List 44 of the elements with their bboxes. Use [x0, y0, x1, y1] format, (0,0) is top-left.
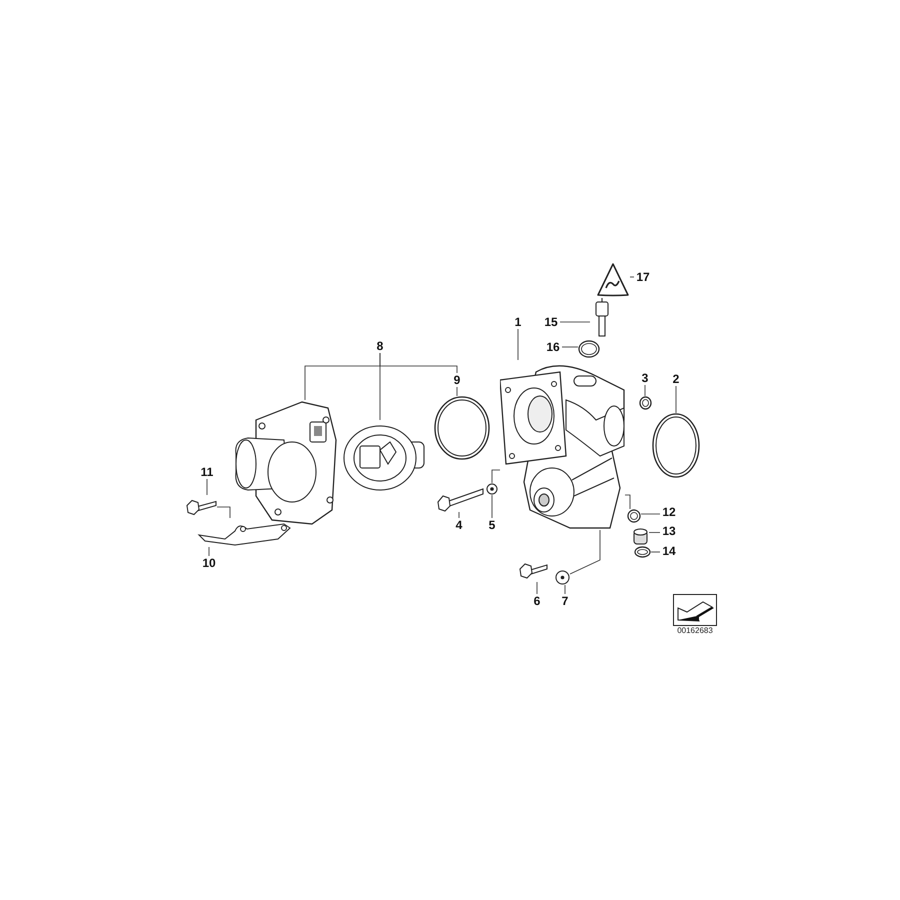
leader-line	[458, 512, 460, 518]
callout-number: 12	[660, 505, 678, 519]
ring-drawing	[627, 509, 641, 523]
callout-number: 17	[634, 270, 652, 284]
callout-number: 13	[660, 524, 678, 538]
ring-drawing	[578, 340, 600, 358]
callout-number: 7	[560, 594, 570, 608]
callout-number: 10	[200, 556, 218, 570]
callout-number: 6	[532, 594, 542, 608]
assembly-line	[492, 470, 500, 484]
assembly-line	[624, 494, 630, 510]
callout-number: 5	[487, 518, 497, 532]
ring-drawing	[639, 396, 652, 410]
leader-line	[564, 584, 566, 594]
washer-drawing	[486, 483, 498, 495]
ring-drawing	[634, 546, 651, 558]
longbolt-drawing	[436, 486, 484, 512]
callout-number: 3	[640, 371, 650, 385]
bigring-drawing	[652, 413, 700, 478]
assembly-line	[216, 506, 230, 518]
leader-line	[456, 386, 458, 396]
callout-number: 11	[198, 465, 216, 479]
leader-line	[644, 384, 646, 396]
washer-drawing	[555, 570, 570, 585]
callout-number: 1	[513, 315, 523, 329]
leader-line	[562, 346, 578, 348]
callout-number: 14	[660, 544, 678, 558]
bigring-drawing	[434, 396, 490, 460]
leader-line	[630, 276, 634, 278]
assembly-line	[570, 530, 600, 574]
leader-line	[208, 546, 210, 556]
leader-line	[206, 478, 208, 496]
callout-number: 9	[452, 373, 462, 387]
callout-number: 15	[542, 315, 560, 329]
callout-number: 4	[454, 518, 464, 532]
triangle-drawing	[596, 262, 630, 298]
callout-number: 2	[671, 372, 681, 386]
leader-line	[648, 532, 660, 533]
leader-line	[536, 582, 538, 594]
callout-number: 16	[544, 340, 562, 354]
cap-drawing	[632, 527, 649, 546]
drawing-number: 00162683	[676, 627, 714, 635]
leader-line	[380, 352, 458, 374]
callout-number: 8	[375, 339, 385, 353]
